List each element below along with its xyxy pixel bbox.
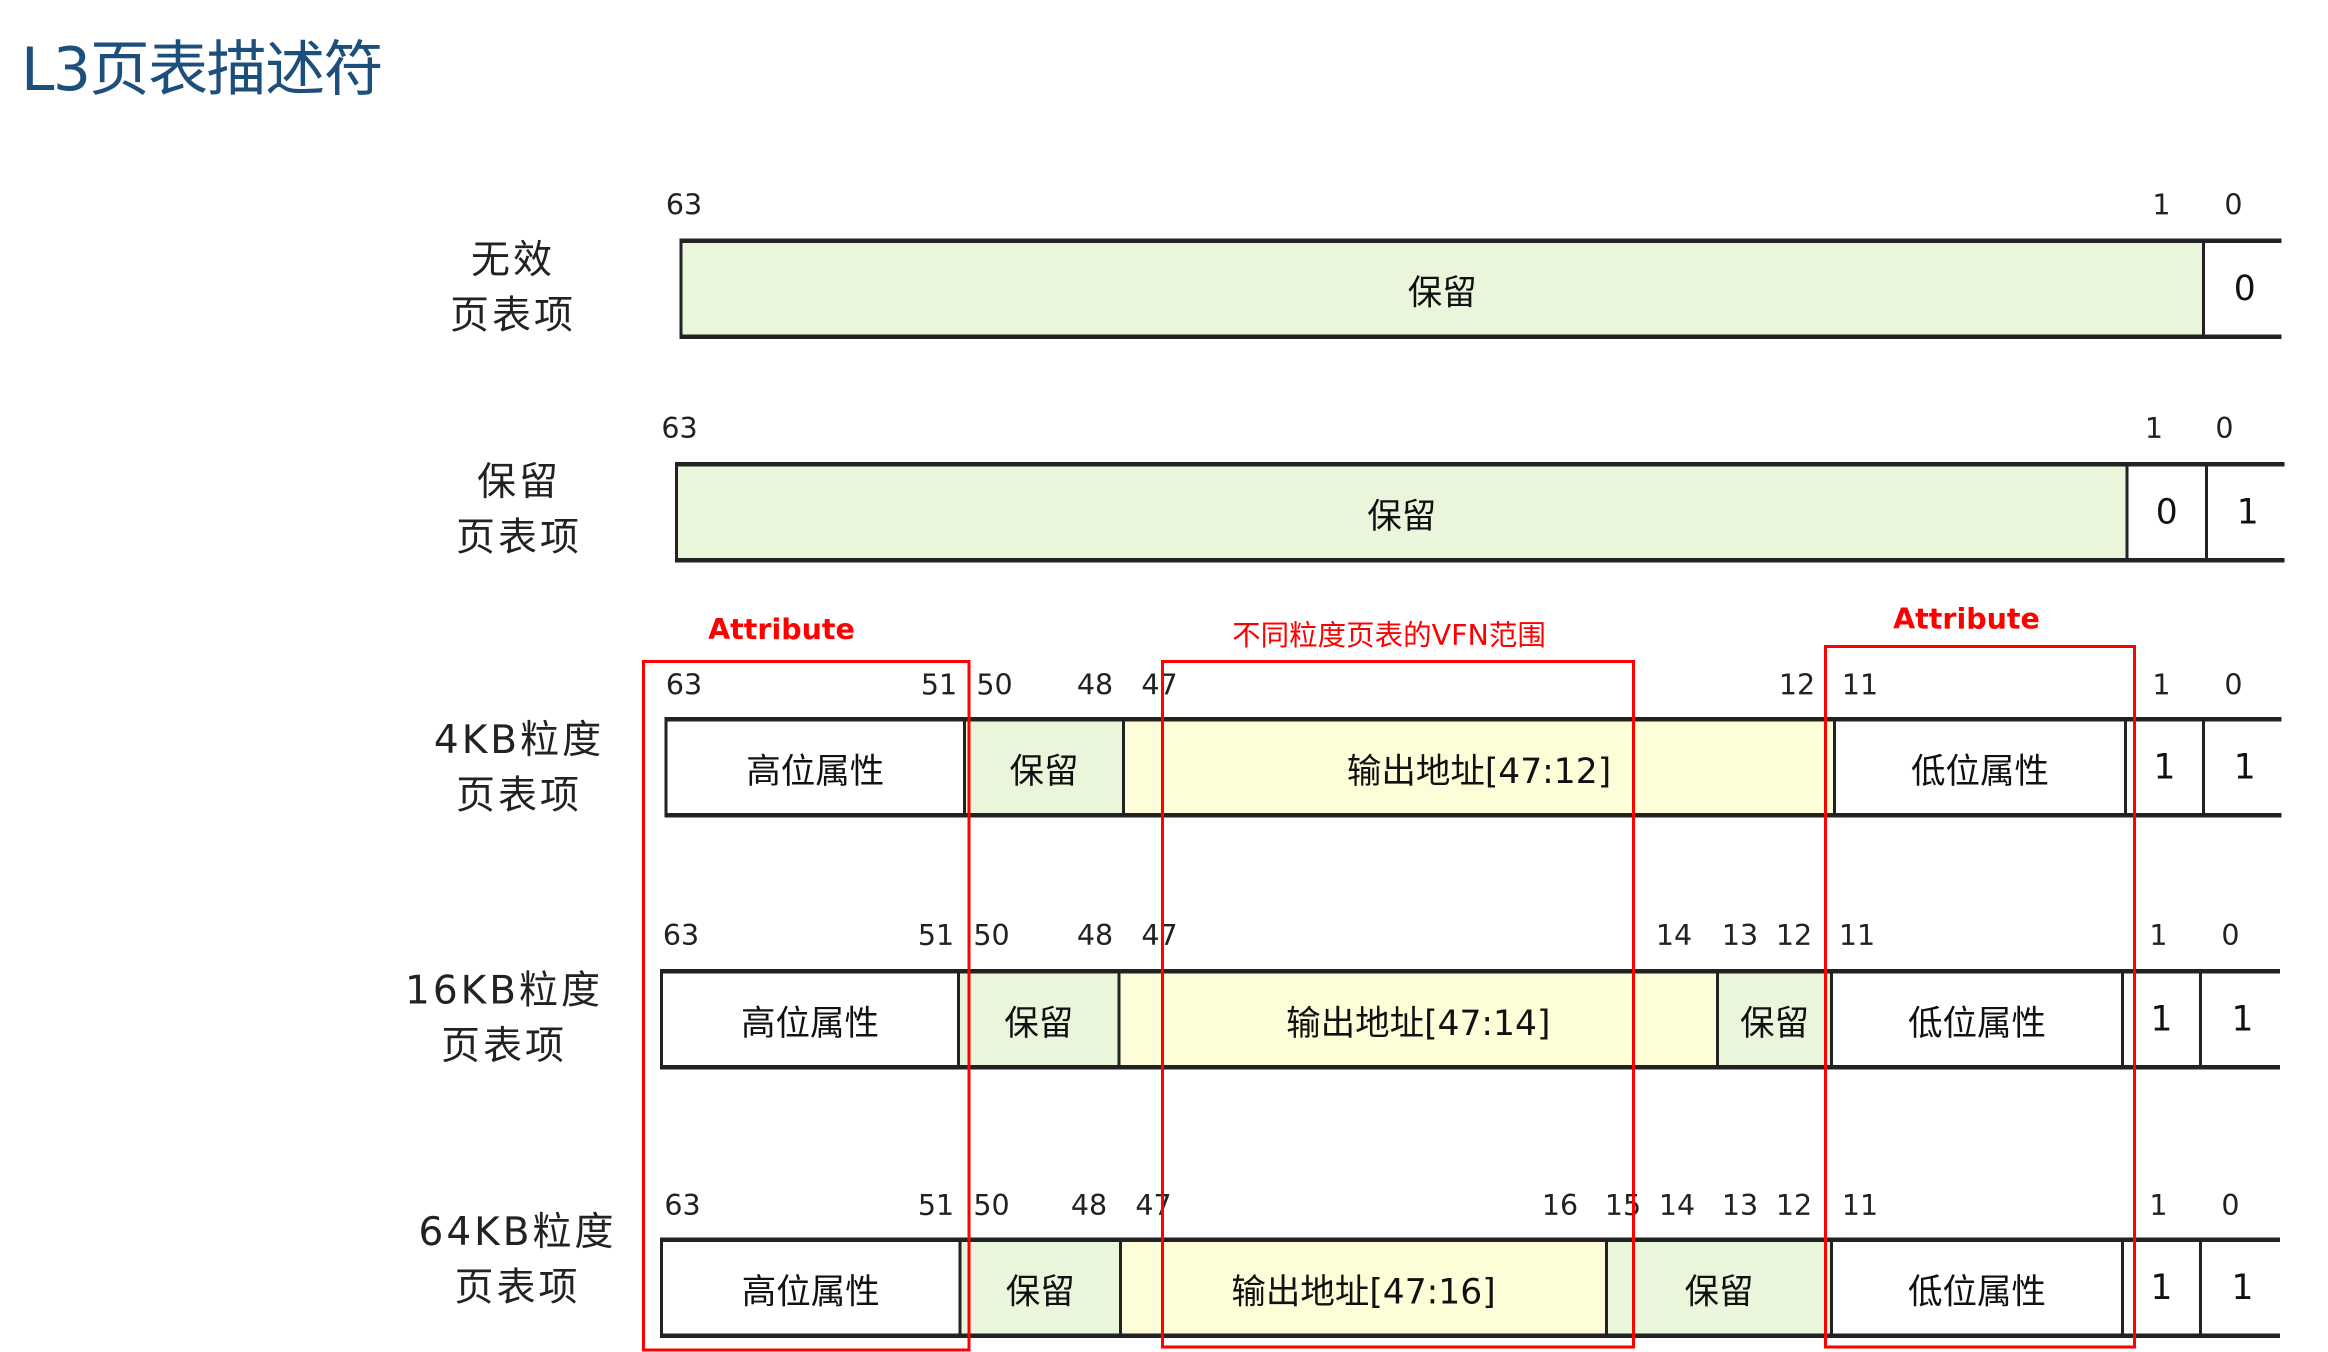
bit-number: 1	[2149, 1189, 2168, 1223]
bitfield-segment: 1	[2202, 1242, 2283, 1334]
bit-number: 50	[976, 669, 1013, 702]
right-attribute-label: Attribute	[1893, 603, 2040, 636]
page-title: L3页表描述符	[21, 36, 384, 105]
bitfield-segment: 高位属性	[667, 721, 966, 813]
row-label: 64KB粒度页表项	[368, 1206, 668, 1317]
bit-number: 1	[2144, 412, 2164, 446]
bit-number: 1	[2152, 669, 2171, 702]
row-label-line: 64KB粒度	[418, 1210, 617, 1256]
bit-number: 0	[2215, 412, 2234, 446]
bit-number: 47	[1141, 669, 1178, 702]
row-label-line: 保留	[476, 460, 561, 506]
low-attribute-highlight	[1824, 645, 2136, 1349]
bitfield-segment: 高位属性	[663, 1242, 962, 1334]
bit-number: 0	[2224, 189, 2243, 222]
bit-number: 11	[1838, 919, 1876, 953]
bit-number: 47	[1135, 1189, 1172, 1223]
bitfield-segment: 保留	[961, 1242, 1122, 1334]
bit-number: 11	[1841, 669, 1879, 702]
bitfield-segment: 保留	[682, 243, 2205, 335]
bitfield-segment: 0	[2205, 243, 2285, 335]
bit-number: 13	[1721, 919, 1759, 953]
vfn-range-label: 不同粒度页表的VFN范围	[1232, 619, 1546, 653]
bit-number: 51	[917, 1189, 955, 1223]
row-label: 4KB粒度页表项	[369, 714, 669, 825]
bitfield-segment: 高位属性	[663, 973, 960, 1065]
bit-number: 1	[2152, 189, 2171, 222]
row-label-line: 页表项	[455, 774, 582, 819]
bit-number: 48	[1070, 1189, 1108, 1223]
row-label: 保留页表项	[369, 456, 669, 567]
bitfield-segment: 保留	[1719, 973, 1833, 1065]
bit-number: 51	[920, 669, 958, 702]
bit-number: 15	[1604, 1189, 1642, 1223]
bit-number: 50	[973, 919, 1010, 953]
left-attribute-label: Attribute	[708, 613, 855, 647]
bitfield-segment: 1	[2124, 973, 2202, 1065]
bitfield-segment: 0	[2128, 466, 2208, 558]
row-label-line: 4KB粒度	[433, 718, 605, 764]
bit-number: 47	[1141, 919, 1178, 953]
bitfield-segment: 低位属性	[1833, 973, 2124, 1065]
bit-number: 0	[2224, 669, 2243, 702]
bitfield-segment: 低位属性	[1836, 721, 2127, 813]
bitfield-segment: 输出地址[47:12]	[1125, 721, 1836, 813]
bitfield-segment: 1	[2124, 1242, 2202, 1334]
row-label-line: 页表项	[454, 1266, 581, 1311]
bit-number: 12	[1778, 669, 1816, 702]
vfn-range-highlight	[1161, 660, 1635, 1349]
bit-number: 48	[1076, 669, 1114, 702]
bitfield-segment: 输出地址[47:16]	[1122, 1242, 1608, 1334]
row-label: 16KB粒度页表项	[354, 965, 654, 1076]
row-label-line: 页表项	[449, 294, 576, 339]
bit-number: 63	[665, 189, 703, 222]
row-label-line: 无效	[470, 238, 555, 284]
row-label: 无效页表项	[363, 234, 663, 345]
bitfield-segment: 1	[2202, 973, 2283, 1065]
row-label-line: 16KB粒度	[405, 969, 603, 1014]
row-label-line: 页表项	[455, 516, 582, 561]
bit-number: 12	[1775, 1189, 1813, 1223]
bitfield-segment: 保留	[678, 466, 2129, 558]
bitfield-segment: 1	[2205, 721, 2285, 813]
bitfield-segment: 低位属性	[1833, 1242, 2124, 1334]
bitfield-segment: 保留	[960, 973, 1121, 1065]
bit-number: 48	[1076, 919, 1114, 953]
bit-number: 13	[1721, 1189, 1759, 1223]
bit-number: 50	[973, 1189, 1010, 1223]
bit-number: 14	[1658, 1189, 1696, 1223]
bit-number: 51	[917, 919, 955, 953]
bitfield-segment: 保留	[1608, 1242, 1833, 1334]
bit-number: 1	[2149, 919, 2168, 953]
bitfield-segment: 1	[2127, 721, 2205, 813]
bit-number: 14	[1655, 919, 1693, 953]
bitfield-segment: 输出地址[47:14]	[1120, 973, 1719, 1065]
bit-number: 0	[2221, 919, 2240, 953]
row-label-line: 页表项	[440, 1024, 567, 1070]
bit-number: 12	[1775, 919, 1813, 953]
bit-number: 0	[2221, 1189, 2240, 1223]
bitfield-segment: 1	[2208, 466, 2288, 558]
bit-number: 63	[664, 1189, 701, 1223]
bit-number: 11	[1841, 1189, 1879, 1223]
bitfield-segment: 保留	[966, 721, 1125, 813]
high-attribute-highlight	[642, 660, 971, 1352]
bit-number: 63	[662, 919, 700, 953]
bit-number: 63	[661, 412, 698, 446]
bit-number: 16	[1541, 1189, 1579, 1223]
bit-number: 63	[665, 669, 703, 702]
